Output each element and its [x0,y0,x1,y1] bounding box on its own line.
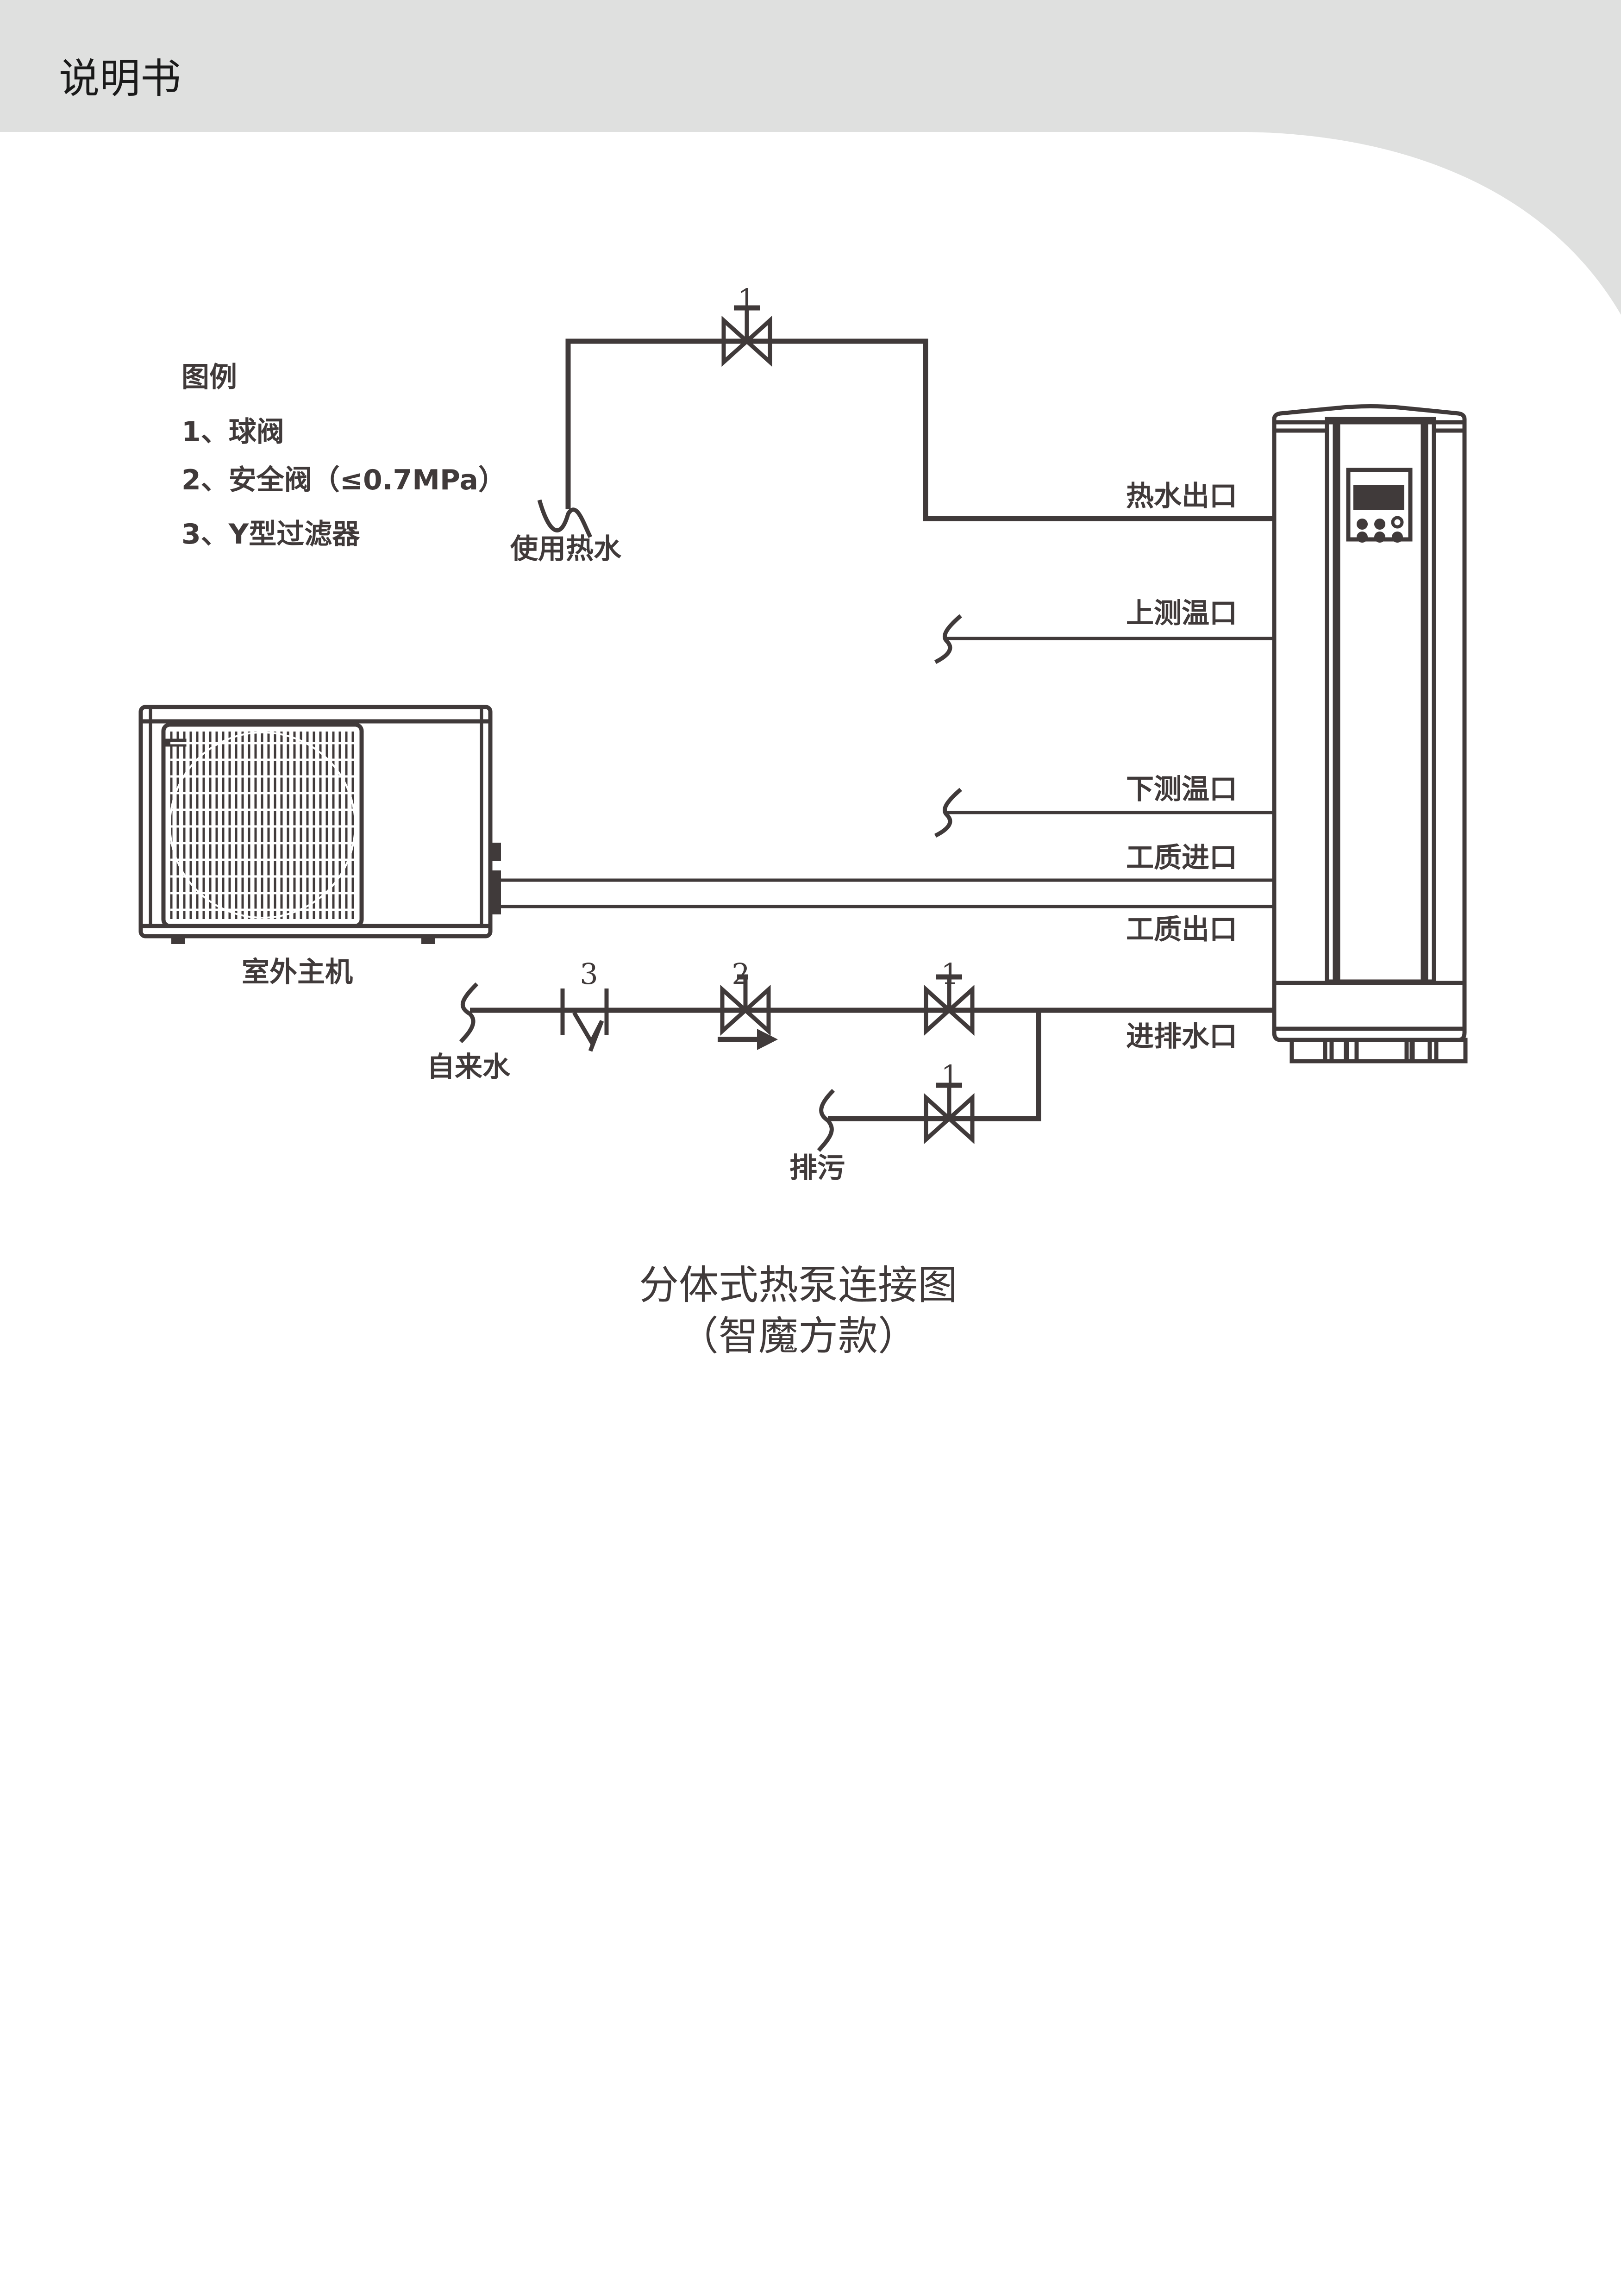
refrigerant-outlet-label: 工质出口 [1126,913,1237,946]
page-title: 说明书 [59,55,181,102]
legend-item: 3、Y型过滤器 [182,518,360,551]
ball-valve-icon [721,305,772,367]
upper-temp-port-label: 上测温口 [1126,597,1237,630]
diagram-caption: 分体式热泵连接图 [639,1262,958,1308]
power-icon [1391,516,1404,529]
flow-arrow-icon [718,1029,778,1050]
fan-outline [169,732,356,919]
button-icon [1374,532,1385,543]
button-icon [1357,532,1368,543]
y-filter-icon [560,988,609,1052]
pipe-end-squiggle-icon [817,1089,835,1152]
drain-pipe [828,1010,1041,1121]
button-icon [1357,519,1368,530]
legend-item: 1、球阀 [182,416,284,448]
valve-number: 1 [738,282,756,316]
legend-heading: 图例 [182,361,237,394]
lower-temp-port-label: 下测温口 [1126,773,1237,806]
water-tank [1272,404,1468,1064]
safety-valve-icon [720,974,771,1036]
ball-valve-icon [924,1082,975,1145]
outdoor-unit [138,705,501,944]
ball-valve-icon [924,974,975,1036]
hot-water-use-label: 使用热水 [510,533,622,565]
pipe-end-squiggle-icon [537,499,593,538]
pipe-end-squiggle-icon [934,788,962,838]
drain-valve-number: 1 [941,1059,959,1093]
hot-water-pipe [565,338,1274,521]
hot-water-outlet-label: 热水出口 [1126,480,1237,513]
drain-label: 排污 [789,1152,845,1184]
outdoor-unit-label: 室外主机 [242,956,353,988]
inlet-valve-number: 1 [941,957,959,991]
safety-valve-number: 2 [732,957,750,991]
button-icon [1374,519,1385,530]
diagram-subtitle: （智魔方款） [679,1313,918,1359]
legend-item: 2、安全阀（≤0.7MPa） [182,464,506,496]
filter-number: 3 [580,957,598,991]
pipe-end-squiggle-icon [459,982,479,1044]
control-panel [1346,468,1413,543]
fan-grille [169,732,356,919]
pipe-end-squiggle-icon [934,614,962,664]
tap-water-label: 自来水 [427,1051,511,1083]
header-band [0,0,1621,315]
water-in-drain-port-label: 进排水口 [1126,1020,1237,1053]
display-screen [1353,485,1404,510]
refrigerant-inlet-label: 工质进口 [1126,842,1237,874]
